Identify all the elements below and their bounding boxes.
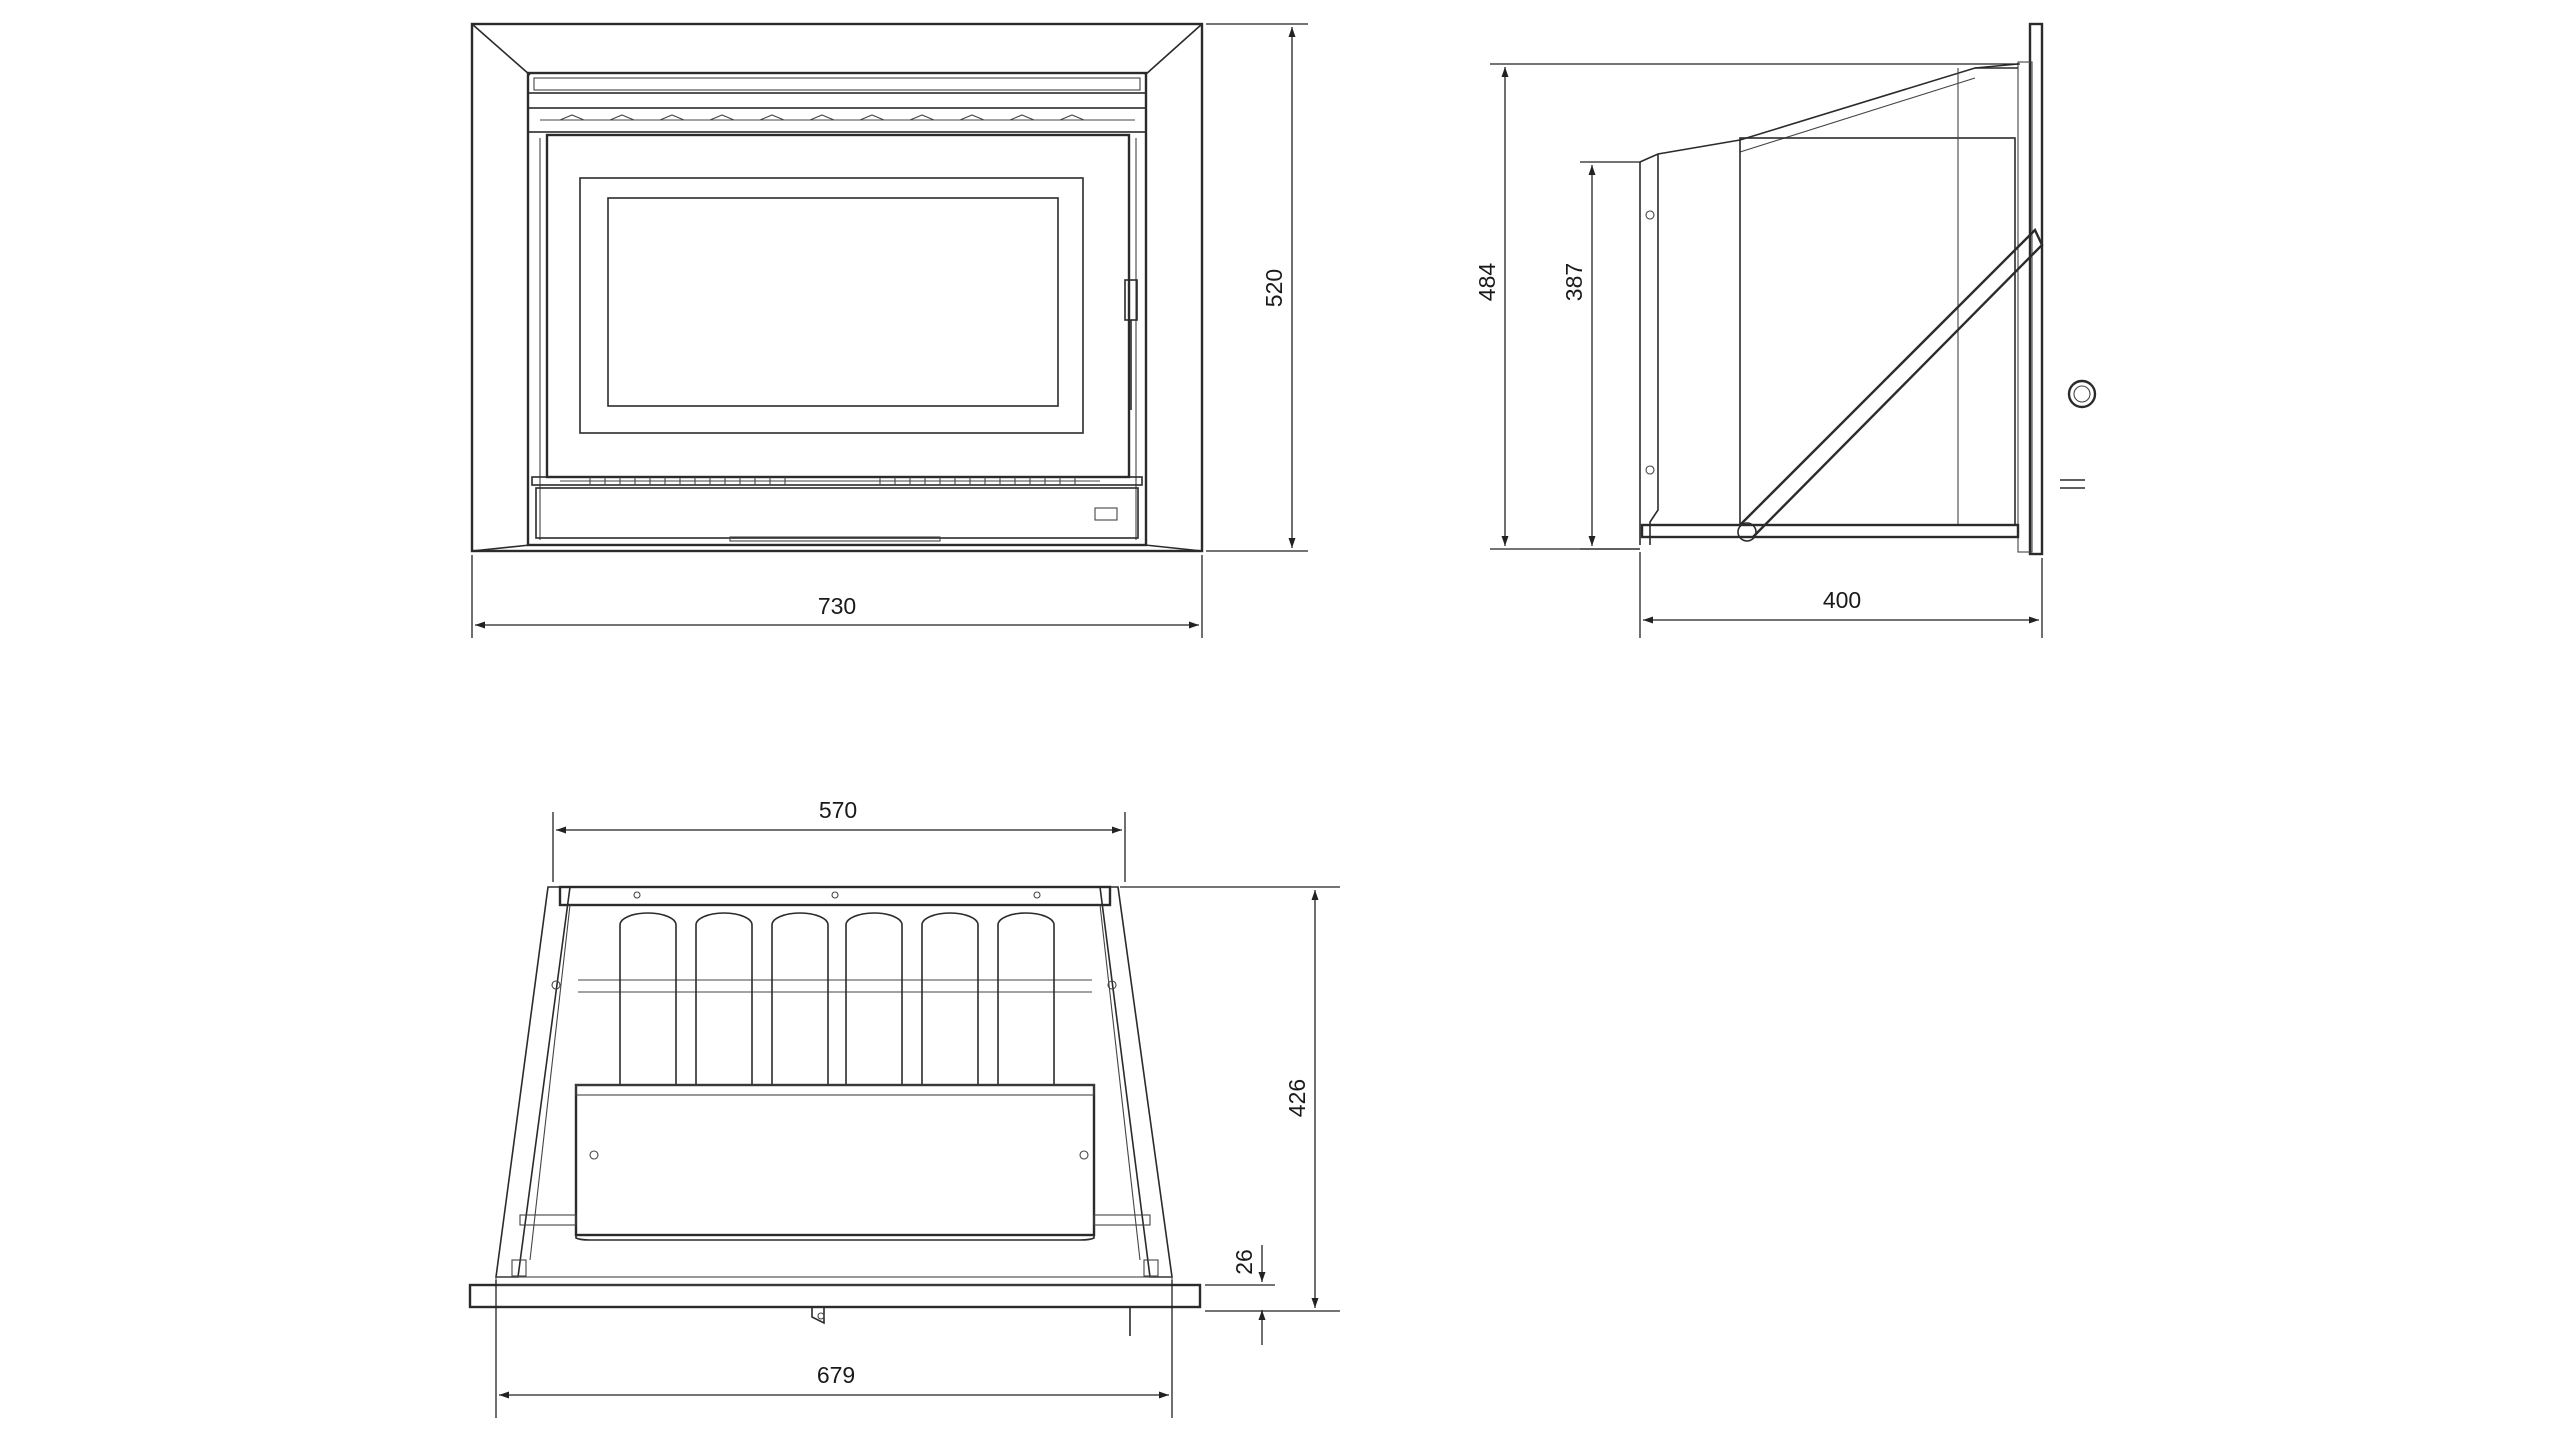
dim-top-depth: 426: [1284, 1079, 1310, 1117]
top-view: [468, 885, 1202, 1336]
dim-top-rear-width: 570: [819, 797, 857, 823]
front-bottom-grille: [560, 477, 1100, 485]
dim-top-frame-thickness: 26: [1231, 1249, 1257, 1275]
door-handle-icon: [1124, 279, 1138, 410]
side-view: [1639, 22, 2097, 556]
heat-exchanger-tubes: [619, 912, 1055, 1085]
front-top-grille: [540, 114, 1135, 121]
front-handle-icon: [811, 1307, 825, 1325]
dim-side-total-height: 484: [1474, 263, 1500, 302]
side-ring-icon: [2067, 379, 2097, 409]
dimension-lines: [471, 23, 2043, 1418]
ash-drawer-knob-icon: [1094, 507, 1118, 521]
dim-top-front-width: 679: [817, 1362, 855, 1388]
dim-front-height: 520: [1261, 269, 1287, 307]
dim-side-depth: 400: [1823, 587, 1861, 613]
dim-front-width: 730: [818, 593, 856, 619]
front-view: [470, 22, 1204, 553]
dim-side-body-height: 387: [1561, 263, 1587, 301]
